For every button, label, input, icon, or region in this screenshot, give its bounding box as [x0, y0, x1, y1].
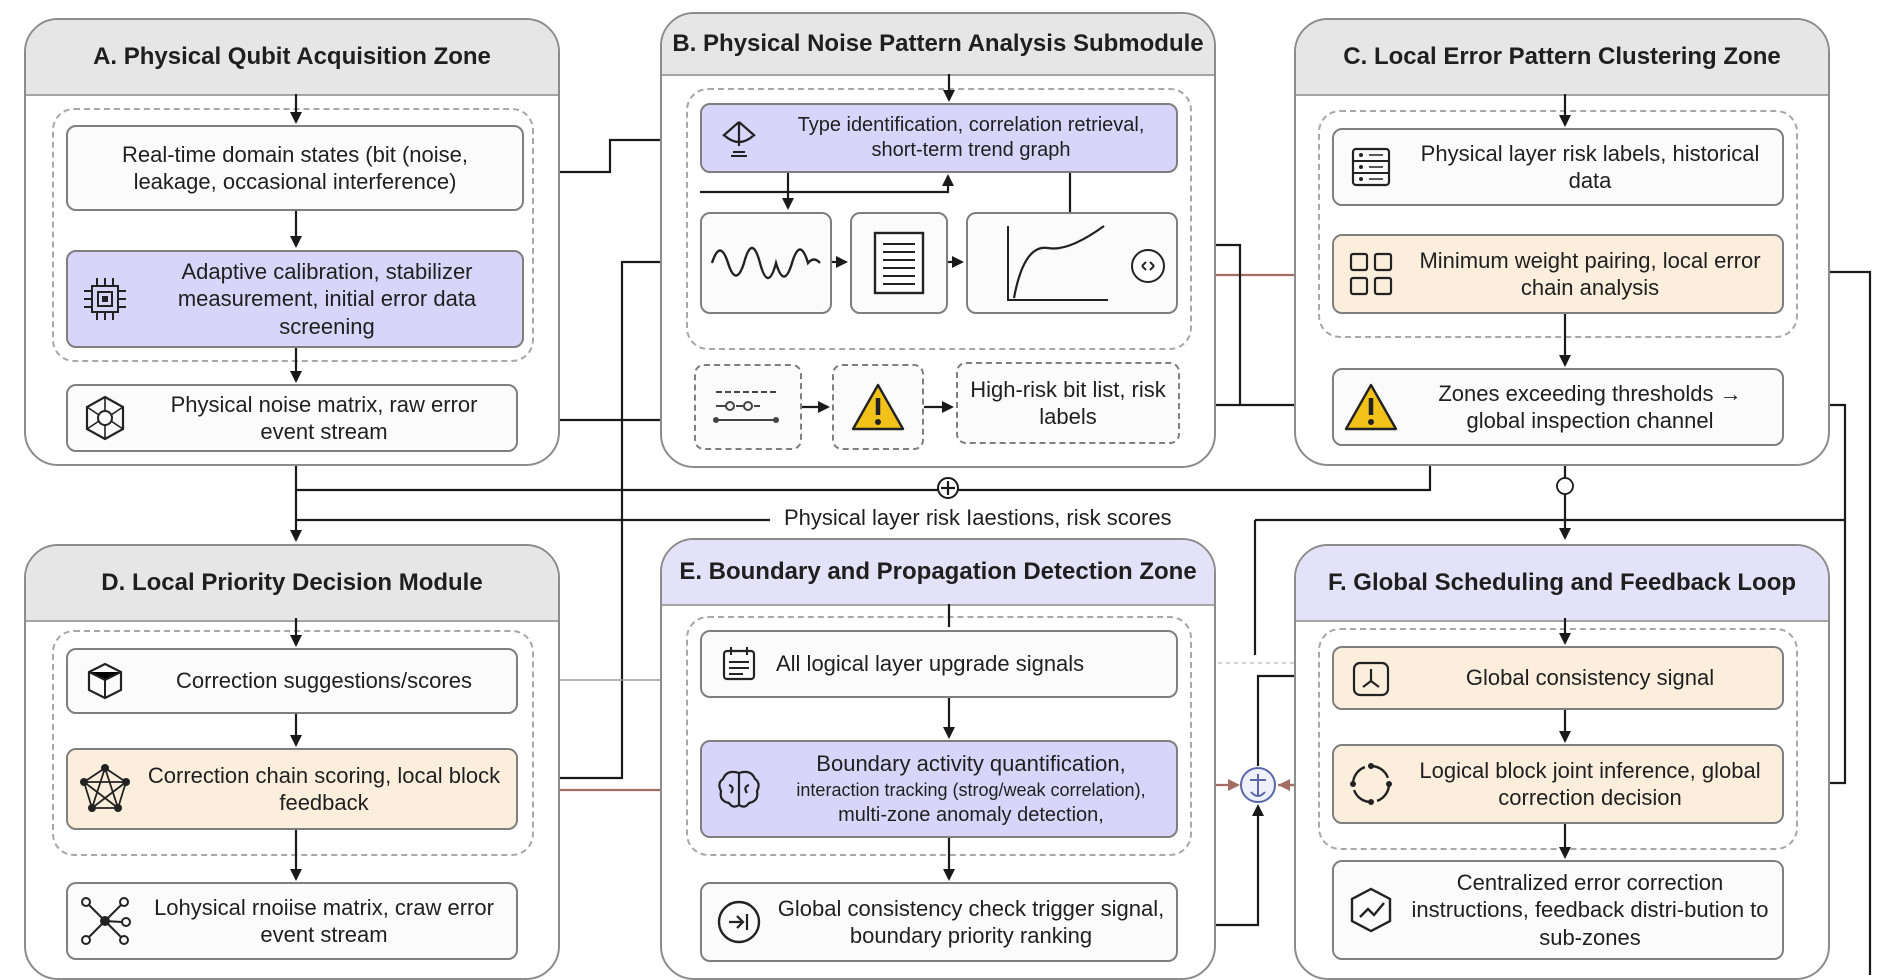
b-box-type-identification[interactable]: Type identification, correlation retriev… [700, 103, 1178, 173]
a-box-domain-states-label: Real-time domain states (bit (noise, lea… [121, 141, 469, 195]
zone-e-dashed-group [686, 616, 1192, 856]
b-box-warning[interactable] [832, 364, 924, 450]
b-box-high-risk[interactable]: High-risk bit list, risk labels [956, 362, 1180, 444]
chip-icon [68, 274, 142, 324]
c-box-thresholds-label: Zones exceeding thresholds → global insp… [1438, 380, 1742, 434]
c-box-min-weight-label: Minimum weight pairing, local error chai… [1419, 247, 1761, 301]
d-box-lohysical-label: Lohysical rnoiise matrix, craw error eve… [154, 894, 494, 948]
e-box-consistency-check-label: Global consistency check trigger signal,… [777, 895, 1165, 949]
anchor-icon [1250, 774, 1266, 797]
f-box-joint-inference-label: Logical block joint inference, global co… [1419, 757, 1761, 811]
zone-c-title: C. Local Error Pattern Clustering Zone [1296, 20, 1828, 96]
document-icon [873, 231, 925, 295]
calendar-icon [702, 644, 776, 684]
fountain-icon [702, 116, 776, 160]
a-box-calibration[interactable]: Adaptive calibration, stabilizer measure… [66, 250, 524, 348]
zone-f-title: F. Global Scheduling and Feedback Loop [1296, 546, 1828, 622]
warning-icon [1334, 382, 1408, 432]
c-box-risk-labels[interactable]: Physical layer risk labels, historical d… [1332, 128, 1784, 206]
a-box-calibration-label: Adaptive calibration, stabilizer measure… [177, 258, 477, 339]
f-box-centralized[interactable]: Centralized error correction instruction… [1332, 860, 1784, 960]
risk-bus-label: Physical layer risk Iaestions, risk scor… [778, 505, 1178, 531]
e-box-boundary-activity-text: Boundary activity quantification, intera… [776, 750, 1176, 828]
waveform-icon [710, 246, 821, 280]
b-box-trend-graph[interactable] [966, 212, 1178, 314]
network-hex-icon [68, 394, 142, 442]
branch-icon [68, 894, 142, 948]
a-box-noise-matrix[interactable]: Physical noise matrix, raw error event s… [66, 384, 518, 452]
b-box-waveform[interactable] [700, 212, 832, 314]
e-box-boundary-line2: interaction tracking (strog/weak correla… [796, 779, 1146, 800]
zone-d-title: D. Local Priority Decision Module [26, 546, 558, 622]
c-box-risk-labels-label: Physical layer risk labels, historical d… [1420, 140, 1760, 194]
zone-e-title: E. Boundary and Propagation Detection Zo… [662, 540, 1214, 606]
e-box-boundary-line1: Boundary activity quantification, [816, 751, 1126, 776]
a-box-domain-states[interactable]: Real-time domain states (bit (noise, lea… [66, 125, 524, 211]
arrow-a1-to-b1 [530, 134, 700, 174]
f-box-centralized-label: Centralized error correction instruction… [1411, 869, 1769, 950]
zone-a-dashed-group [52, 108, 534, 362]
f-box-consistency-signal[interactable]: Global consistency signal [1332, 646, 1784, 710]
b-box-sliders[interactable] [694, 364, 802, 450]
brain-icon [702, 767, 776, 811]
e-box-consistency-check[interactable]: Global consistency check trigger signal,… [700, 882, 1178, 962]
d-box-chain-scoring-label: Correction chain scoring, local block fe… [147, 762, 501, 816]
f-box-joint-inference[interactable]: Logical block joint inference, global co… [1332, 744, 1784, 824]
e-box-boundary-line3: multi-zone anomaly detection, [838, 803, 1104, 826]
zone-d-dashed-group [52, 630, 534, 856]
grid-squares-icon [1334, 250, 1408, 298]
a-box-noise-matrix-label: Physical noise matrix, raw error event s… [170, 391, 478, 445]
e-box-boundary-activity[interactable]: Boundary activity quantification, intera… [700, 740, 1178, 838]
cube-icon [68, 660, 142, 702]
junction-plus-mark [941, 481, 955, 495]
c-box-min-weight[interactable]: Minimum weight pairing, local error chai… [1332, 234, 1784, 314]
gauge-icon [702, 898, 776, 946]
warning-icon [851, 383, 905, 431]
d-box-suggestions-label: Correction suggestions/scores [176, 668, 472, 694]
d-box-suggestions[interactable]: Correction suggestions/scores [66, 648, 518, 714]
clock-icon [1334, 657, 1408, 699]
trend-graph-icon [1007, 225, 1165, 301]
sliders-icon [713, 391, 779, 423]
d-box-lohysical[interactable]: Lohysical rnoiise matrix, craw error eve… [66, 882, 518, 960]
zone-f-dashed-group [1318, 628, 1798, 850]
f-box-consistency-signal-label: Global consistency signal [1465, 665, 1715, 691]
b-box-document[interactable] [850, 212, 948, 314]
hexagon-chart-icon [1334, 885, 1408, 935]
star-network-icon [68, 762, 142, 816]
server-icon [1334, 145, 1408, 189]
e-box-upgrade-signals[interactable]: All logical layer upgrade signals [700, 630, 1178, 698]
zone-b-title: B. Physical Noise Pattern Analysis Submo… [662, 14, 1214, 76]
b-box-type-identification-label: Type identification, correlation retriev… [797, 114, 1145, 161]
cycle-icon [1334, 760, 1408, 808]
zone-c-dashed-group [1318, 110, 1798, 338]
zone-b-dashed-group [686, 88, 1192, 350]
d-box-chain-scoring[interactable]: Correction chain scoring, local block fe… [66, 748, 518, 830]
c-box-thresholds[interactable]: Zones exceeding thresholds → global insp… [1332, 368, 1784, 446]
junction-c-f [1556, 477, 1574, 495]
b-box-high-risk-label: High-risk bit list, risk labels [970, 376, 1166, 430]
zone-a-title: A. Physical Qubit Acquisition Zone [26, 20, 558, 96]
e-box-upgrade-signals-label: All logical layer upgrade signals [776, 651, 1085, 677]
